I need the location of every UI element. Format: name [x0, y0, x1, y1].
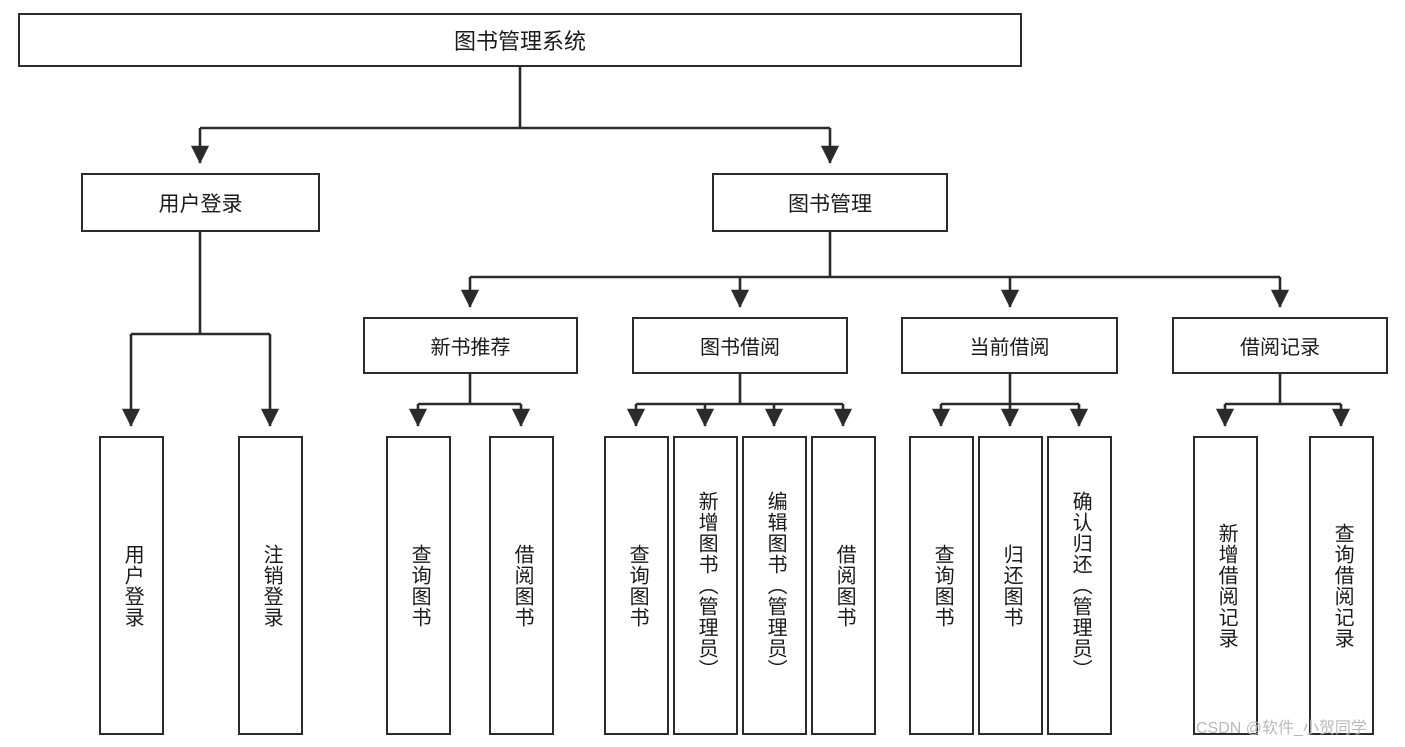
- leaf-user-login-signin[interactable]: 用户登录: [99, 436, 164, 735]
- leaf-current-return-book[interactable]: 归还图书: [978, 436, 1043, 735]
- leaf-borrow-edit-book-admin[interactable]: 编辑图书（管理员）: [742, 436, 807, 735]
- leaf-record-add-record[interactable]: 新增借阅记录: [1193, 436, 1258, 735]
- node-label: 查询图书: [931, 543, 954, 628]
- node-label: 注销登录: [260, 543, 283, 628]
- node-label: 借阅图书: [833, 543, 856, 628]
- node-label: 新书推荐: [430, 337, 511, 359]
- leaf-current-confirm-return-admin[interactable]: 确认归还（管理员）: [1047, 436, 1112, 735]
- node-label: 图书借阅: [700, 337, 780, 359]
- node-borrow-record[interactable]: 借阅记录: [1172, 317, 1388, 374]
- node-label: 查询图书: [408, 543, 431, 628]
- node-label: 借阅图书: [511, 543, 534, 628]
- node-book-management[interactable]: 图书管理: [712, 173, 948, 232]
- node-label: 编辑图书（管理员）: [764, 491, 787, 680]
- leaf-borrow-query-book[interactable]: 查询图书: [604, 436, 669, 735]
- node-label: 查询图书: [626, 543, 649, 628]
- node-label: 查询借阅记录: [1331, 522, 1354, 649]
- node-label: 用户登录: [158, 192, 243, 216]
- node-label: 图书管理系统: [453, 29, 586, 54]
- leaf-borrow-add-book-admin[interactable]: 新增图书（管理员）: [673, 436, 738, 735]
- node-label: 新增借阅记录: [1215, 522, 1238, 649]
- node-label: 用户登录: [121, 543, 144, 628]
- leaf-recommend-query-book[interactable]: 查询图书: [386, 436, 451, 735]
- node-current-borrow[interactable]: 当前借阅: [901, 317, 1118, 374]
- leaf-borrow-borrow-book[interactable]: 借阅图书: [811, 436, 876, 735]
- leaf-current-query-book[interactable]: 查询图书: [909, 436, 974, 735]
- leaf-record-query-record[interactable]: 查询借阅记录: [1309, 436, 1374, 735]
- node-label: 归还图书: [1000, 543, 1023, 628]
- node-label: 新增图书（管理员）: [695, 491, 718, 680]
- node-label: 图书管理: [788, 192, 872, 216]
- node-user-login[interactable]: 用户登录: [81, 173, 320, 232]
- node-book-borrow[interactable]: 图书借阅: [632, 317, 848, 374]
- node-root-system[interactable]: 图书管理系统: [18, 13, 1022, 67]
- node-label: 当前借阅: [969, 337, 1050, 359]
- leaf-user-login-signout[interactable]: 注销登录: [238, 436, 303, 735]
- node-new-book-recommend[interactable]: 新书推荐: [363, 317, 578, 374]
- leaf-recommend-borrow-book[interactable]: 借阅图书: [489, 436, 554, 735]
- node-label: 借阅记录: [1240, 337, 1320, 359]
- node-label: 确认归还（管理员）: [1069, 491, 1092, 680]
